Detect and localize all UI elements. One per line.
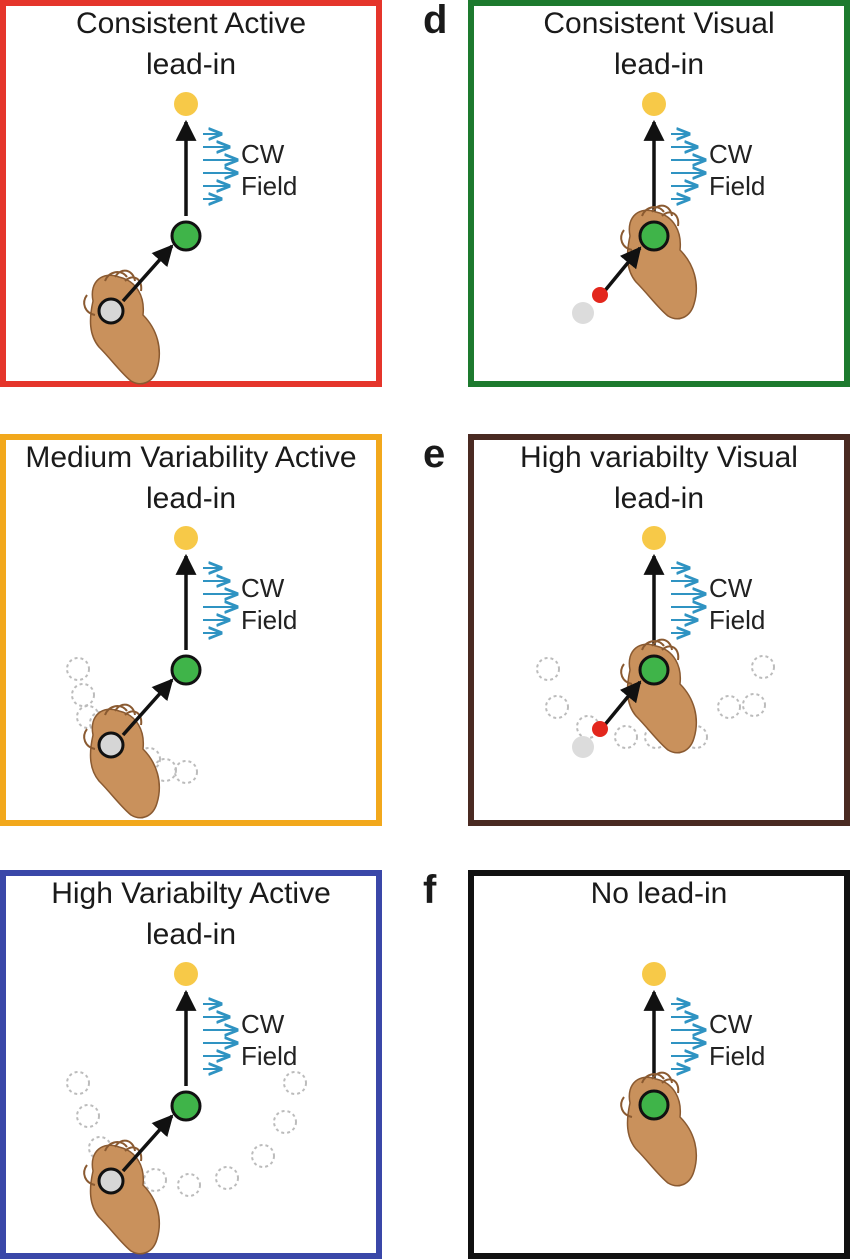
panel-title-line: lead-in — [614, 482, 704, 515]
field-label-line1: CW — [709, 1009, 753, 1039]
panel-border — [468, 0, 850, 387]
lead-in-start-circle — [71, 683, 95, 707]
lead-in-start-circle — [684, 725, 708, 749]
panel-letter: e — [423, 432, 445, 476]
target-circle — [174, 92, 198, 116]
lead-in-start-circle — [545, 695, 569, 719]
target-circle — [642, 92, 666, 116]
field-label-line2: Field — [241, 171, 297, 201]
field-label-line1: CW — [709, 139, 753, 169]
hand-cursor — [97, 297, 125, 325]
lead-in-start-circle — [614, 725, 638, 749]
lead-in-start-circle — [273, 1110, 297, 1134]
lead-in-start-circle — [66, 1071, 90, 1095]
panel-title-line: lead-in — [146, 48, 236, 81]
target-circle — [174, 962, 198, 986]
visual-cursor — [592, 721, 608, 737]
hand-fingers — [641, 1071, 680, 1094]
panel-title-line: lead-in — [614, 48, 704, 81]
field-label-line2: Field — [709, 171, 765, 201]
panel-letter: d — [423, 0, 447, 42]
hand-thumb — [83, 294, 96, 316]
lead-in-arrow — [121, 244, 174, 303]
target-circle — [642, 526, 666, 550]
lead-in-start-circle — [751, 655, 775, 679]
lead-in-start-circle — [742, 693, 766, 717]
lead-in-arrow — [121, 678, 174, 737]
hand-fingers — [104, 269, 143, 292]
lead-in-start-circle — [283, 1071, 307, 1095]
field-label-line1: CW — [241, 1009, 285, 1039]
start-circle — [638, 220, 670, 252]
hand-thumb — [83, 1164, 96, 1186]
panel-border — [0, 434, 382, 826]
field-label-line2: Field — [241, 605, 297, 635]
panel-title-line: No lead-in — [591, 877, 728, 910]
start-circle — [170, 654, 202, 686]
hand-fingers — [641, 638, 680, 661]
field-label-line1: CW — [241, 139, 285, 169]
hand-fingers — [104, 703, 143, 726]
field-label-line1: CW — [709, 573, 753, 603]
panel-border — [0, 0, 382, 387]
lead-in-start-circle — [137, 747, 161, 771]
start-circle — [638, 654, 670, 686]
field-label-line1: CW — [241, 573, 285, 603]
lead-in-start-circle — [215, 1166, 239, 1190]
lead-in-start-circle — [174, 760, 198, 784]
panel-title-line: lead-in — [146, 918, 236, 951]
start-circle — [638, 1089, 670, 1121]
panel-title-line: Consistent Active — [76, 7, 306, 40]
hand-thumb — [83, 728, 96, 750]
panel-border — [468, 870, 850, 1259]
lead-in-start-circle — [143, 1168, 167, 1192]
panel-title-line: Consistent Visual — [543, 7, 774, 40]
hand-fingers — [641, 204, 680, 227]
visual-cursor — [592, 287, 608, 303]
target-circle — [642, 962, 666, 986]
lead-in-arrow — [121, 1114, 174, 1173]
hand-cursor — [97, 731, 125, 759]
lead-in-start-circle — [66, 657, 90, 681]
lead-in-start-circle — [536, 657, 560, 681]
lead-in-start-circle — [177, 1173, 201, 1197]
field-label-line2: Field — [241, 1041, 297, 1071]
field-label-line2: Field — [709, 605, 765, 635]
lead-in-start-circle — [251, 1144, 275, 1168]
panel-title-line: Medium Variability Active — [25, 441, 356, 474]
visual-ghost-circle — [572, 736, 594, 758]
lead-in-arrow — [601, 680, 642, 729]
hand-thumb — [620, 1096, 633, 1118]
panel-title-line: High Variabilty Active — [51, 877, 331, 910]
lead-in-start-circle — [76, 1104, 100, 1128]
visual-ghost-circle — [572, 302, 594, 324]
hand-fingers — [104, 1139, 143, 1162]
lead-in-start-circle — [717, 695, 741, 719]
panel-title-line: High variabilty Visual — [520, 441, 798, 474]
lead-in-arrow — [601, 246, 642, 295]
panel-border — [0, 870, 382, 1259]
target-circle — [174, 526, 198, 550]
hand-cursor — [97, 1167, 125, 1195]
panel-border — [468, 434, 850, 826]
start-circle — [170, 220, 202, 252]
panel-letter: f — [423, 868, 437, 912]
field-label-line2: Field — [709, 1041, 765, 1071]
panel-title-line: lead-in — [146, 482, 236, 515]
start-circle — [170, 1090, 202, 1122]
